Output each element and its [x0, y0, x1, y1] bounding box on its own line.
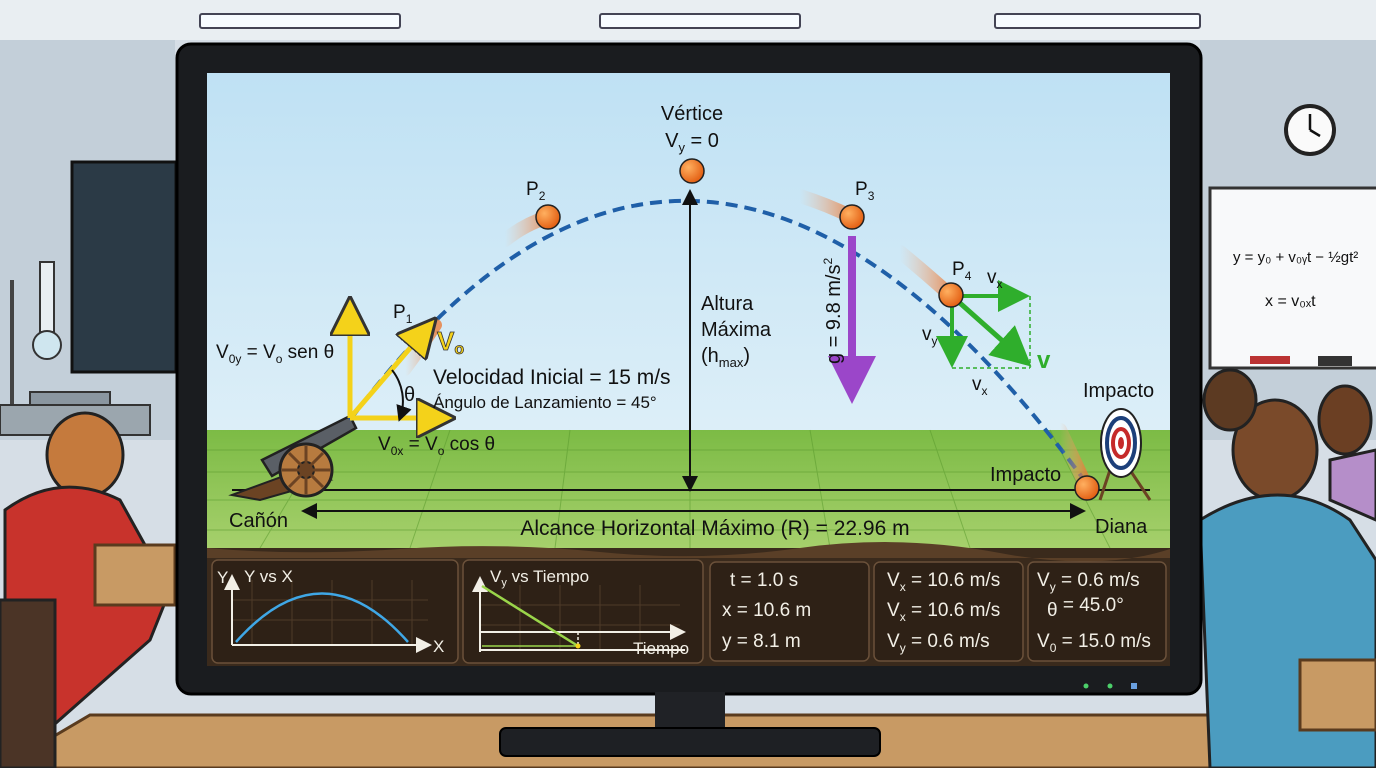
- theta-label: θ: [404, 384, 415, 406]
- v-arrow: [950, 294, 1032, 367]
- ball-p4: [938, 282, 964, 308]
- stat-y: y = 8.1 m: [722, 631, 801, 652]
- power-led-icon: [1083, 683, 1089, 689]
- p1-label: P1: [393, 302, 413, 326]
- clock-icon: [1284, 104, 1336, 156]
- stat-time: t = 1.0 s: [730, 570, 798, 591]
- max-height-label-2: Máxima: [701, 319, 772, 341]
- stat-vx-1: Vx = 10.6 m/s: [887, 570, 1000, 594]
- ceiling-light: [994, 13, 1201, 29]
- range-label: Alcance Horizontal Máximo (R) = 22.96 m: [520, 517, 909, 540]
- whiteboard-equation-2: x = v₀ₓt: [1265, 293, 1316, 310]
- panel-vy-vs-time: Vy vs Tiempo Tiempo: [462, 559, 704, 664]
- vy-line: [481, 584, 579, 648]
- ball-vertex: [679, 158, 705, 184]
- max-height-label-1: Altura: [701, 293, 754, 315]
- ceiling-light: [599, 13, 801, 29]
- v0-label: Vo: [437, 326, 464, 358]
- panel-stats-position: t = 1.0 s x = 10.6 m y = 8.1 m: [709, 561, 870, 662]
- whiteboard-equation-1: y = y₀ + v₀ᵧt − ½gt²: [1233, 249, 1358, 266]
- vertex-label: Vértice: [661, 103, 723, 125]
- trajectory-path: [348, 198, 1092, 490]
- angle-arc: [391, 369, 412, 422]
- stat-x: x = 10.6 m: [722, 600, 811, 621]
- v0-arrow: [348, 325, 430, 420]
- v0y-equation: V0y = Vo sen θ: [216, 342, 334, 366]
- initial-velocity-label: Velocidad Inicial = 15 m/s: [433, 366, 671, 389]
- impact-label-bottom: Impacto: [990, 464, 1061, 486]
- gravity-label: g = 9.8 m/s2: [821, 258, 845, 365]
- v0x-equation: V0x = Vo cos θ: [378, 434, 495, 458]
- yx-axis-x: X: [433, 637, 444, 656]
- cannon-label: Cañón: [229, 510, 288, 532]
- ball-p3: [839, 204, 865, 230]
- stat-vy-right: Vy = 0.6 m/s: [1037, 570, 1140, 594]
- chair-right: [1298, 658, 1376, 732]
- stat-vy: Vy = 0.6 m/s: [887, 631, 990, 655]
- target-label: Diana: [1095, 516, 1148, 538]
- wall-tv: [70, 160, 178, 374]
- ceiling-light: [199, 13, 401, 29]
- launch-angle-label: Ángulo de Lanzamiento = 45°: [433, 393, 657, 412]
- simulation-screen: Vértice Vy = 0 P2 P3 P4 P1 Vo V0y = Vo s…: [207, 73, 1170, 666]
- panel-y-vs-x: Y Y vs X X: [211, 559, 459, 664]
- yx-axis-y: Y: [217, 568, 228, 587]
- panel-stats-launch: Vy = 0.6 m/s θ = 45.0° V0 = 15.0 m/s: [1027, 561, 1167, 662]
- stat-v0: V0 = 15.0 m/s: [1037, 631, 1151, 655]
- yx-title: Y vs X: [244, 567, 293, 586]
- p4-label: P4: [952, 259, 972, 283]
- panel-stats-velocity: Vx = 10.6 m/s Vx = 10.6 m/s Vy = 0.6 m/s: [873, 561, 1024, 662]
- impact-label-top: Impacto: [1083, 380, 1154, 402]
- ball-impact: [1074, 475, 1100, 501]
- cannon-icon: [228, 414, 358, 502]
- stat-theta: θ = 45.0°: [1047, 595, 1124, 621]
- v-label: v: [1037, 347, 1051, 374]
- student-right-back: [1202, 368, 1376, 522]
- vertex-vy-label: Vy = 0: [665, 130, 719, 155]
- vy-label: vy: [922, 324, 938, 348]
- monitor-stand: [499, 727, 881, 757]
- p2-label: P2: [526, 179, 546, 203]
- stat-vx-2: Vx = 10.6 m/s: [887, 600, 1000, 624]
- vx-label-bottom: vx: [972, 374, 988, 398]
- vyt-title: Vy vs Tiempo: [490, 567, 589, 589]
- whiteboard: [1208, 186, 1376, 370]
- vx-label-top: vx: [987, 267, 1003, 291]
- p3-label: P3: [855, 179, 875, 203]
- status-led-icon: [1107, 683, 1113, 689]
- max-height-label-3: (hmax): [701, 345, 750, 370]
- vyt-axis-x: Tiempo: [633, 639, 689, 658]
- student-left: [0, 411, 177, 768]
- yx-curve: [235, 592, 409, 643]
- target-icon: [1098, 408, 1152, 501]
- ball-p2: [535, 204, 561, 230]
- input-led-icon: [1131, 683, 1137, 689]
